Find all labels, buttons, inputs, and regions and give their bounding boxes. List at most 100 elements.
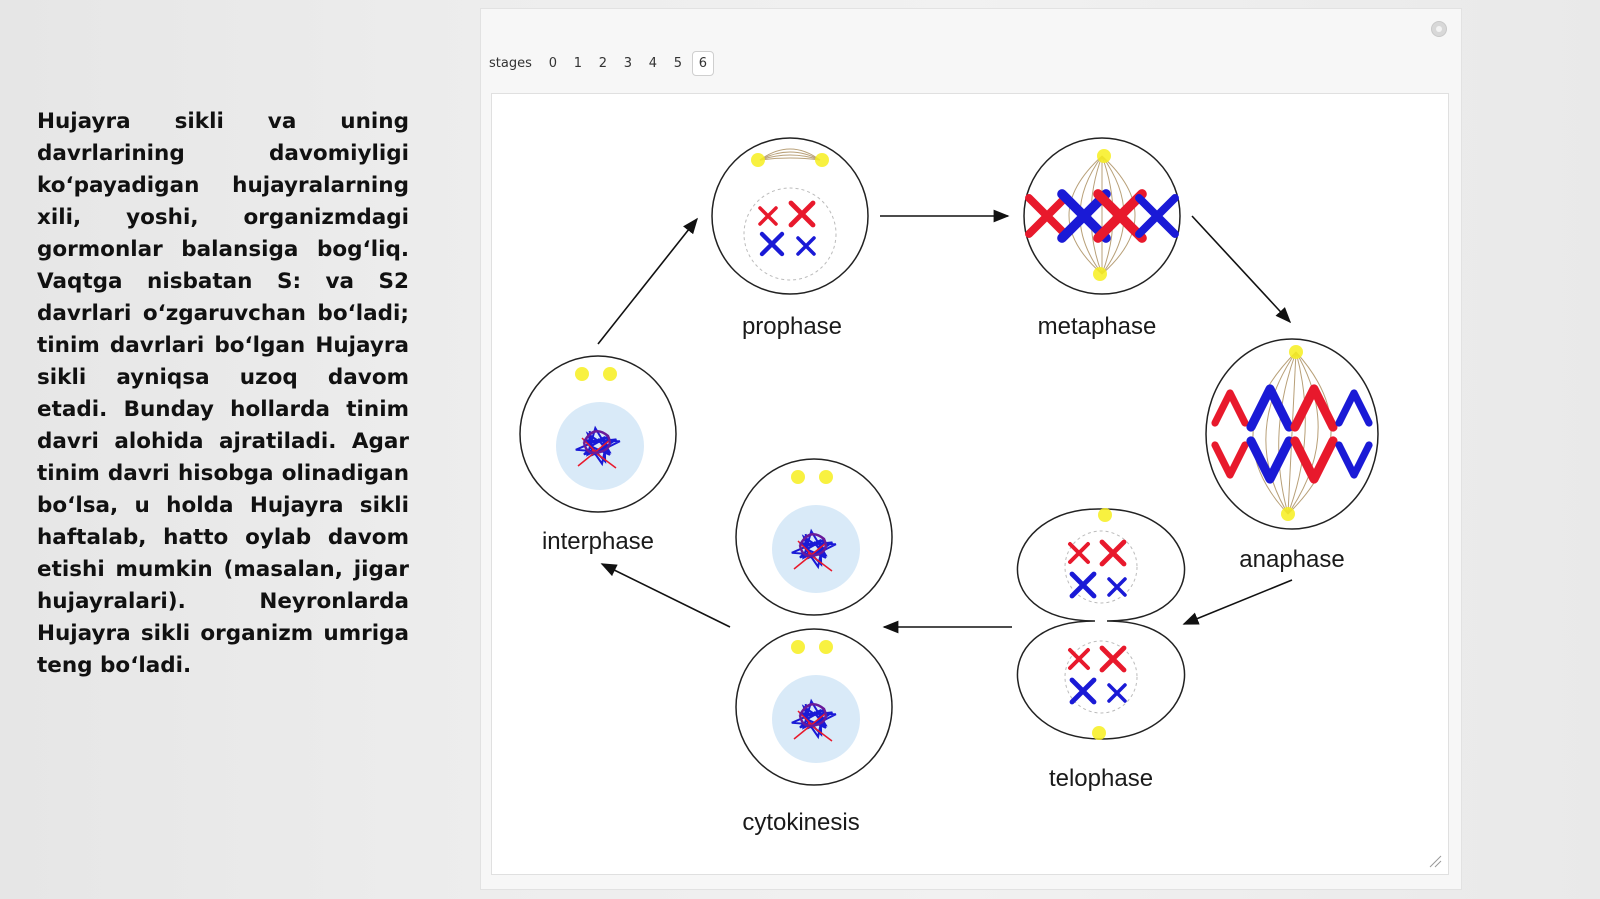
stage-button-5[interactable]: 5 — [673, 55, 682, 71]
nucleus — [772, 505, 860, 593]
nuclear-envelope — [1064, 640, 1138, 714]
chromosome-icon — [796, 236, 816, 256]
chromatid-pair — [1068, 648, 1090, 670]
chromatin-purple — [798, 532, 827, 558]
cells-group — [519, 137, 1379, 786]
chromatid-pair — [1099, 539, 1127, 567]
cell-metaphase — [1023, 137, 1181, 295]
chromatid-pair — [1069, 677, 1097, 705]
chromatid-icon — [1335, 389, 1373, 427]
resize-handle-icon[interactable] — [1428, 854, 1442, 868]
cell-cytokinesis-top — [735, 458, 893, 616]
nucleus — [772, 675, 860, 763]
label-metaphase: metaphase — [1038, 313, 1157, 340]
chromatid-pair — [1069, 571, 1097, 599]
chromosome-icon — [1107, 577, 1127, 597]
spindle-fiber — [759, 151, 821, 161]
chromosome-icon — [1068, 542, 1090, 564]
arrow-1 — [597, 217, 698, 345]
stage-button-0[interactable]: 0 — [548, 55, 557, 71]
centrosome-icon — [1097, 149, 1111, 163]
nuclear-envelope — [1064, 530, 1138, 604]
label-anaphase: anaphase — [1239, 546, 1344, 573]
chromatin-icon — [575, 425, 621, 469]
chromosome-icon — [1025, 194, 1069, 238]
chromatin-purple — [582, 429, 611, 455]
chromatid-pair — [1107, 683, 1127, 703]
chromatid-icon — [1211, 441, 1249, 479]
label-prophase: prophase — [742, 313, 842, 340]
spindle-fiber — [1265, 351, 1297, 515]
spindle-fiber — [1278, 351, 1297, 515]
interactive-panel: stages 0 1 2 3 4 5 6 prophase metaphase … — [480, 8, 1462, 890]
chromosome-icon — [1093, 189, 1147, 243]
stages-control: stages 0 1 2 3 4 5 6 — [489, 49, 714, 77]
cell-prophase — [711, 137, 869, 295]
cycle-arrows — [597, 209, 1293, 634]
centrosome-icon — [1093, 267, 1107, 281]
chromatid-pair — [1099, 645, 1127, 673]
centrosome-icon — [1289, 345, 1303, 359]
chromosome-icon — [759, 231, 785, 257]
chromatid-pair — [1135, 194, 1179, 238]
cell-anaphase — [1205, 338, 1379, 530]
stage-button-3[interactable]: 3 — [623, 55, 632, 71]
chromosome-icon — [1099, 539, 1127, 567]
chromatid-icon — [1290, 436, 1338, 484]
chromosome-icon — [1107, 683, 1127, 703]
arrow-3 — [1191, 215, 1292, 324]
chromatid-pair — [1093, 189, 1147, 243]
spindle-fiber — [1252, 351, 1297, 515]
spindle-fiber — [1287, 351, 1319, 515]
stage-button-1[interactable]: 1 — [573, 55, 582, 71]
spindle-fiber — [759, 154, 821, 161]
arrow-4 — [1182, 579, 1293, 625]
centrosome-icon — [819, 470, 833, 484]
centrosome-icon — [791, 470, 805, 484]
stage-button-2[interactable]: 2 — [598, 55, 607, 71]
chromatid-icon — [1246, 436, 1294, 484]
stages-label: stages — [489, 55, 532, 71]
spindle-fiber — [1287, 351, 1306, 515]
stage-button-4[interactable]: 4 — [648, 55, 657, 71]
chromatid-icon — [1335, 441, 1373, 479]
cell-telophase — [1016, 508, 1186, 740]
chromosome-icon — [1099, 645, 1127, 673]
cell-interphase — [519, 355, 677, 513]
chromatid-pair — [796, 236, 816, 256]
chromatin-purple — [798, 702, 827, 728]
nuclear-envelope — [743, 187, 837, 281]
cell-cytokinesis-bottom — [735, 628, 893, 786]
cell-cycle-diagram: prophase metaphase anaphase telophase cy… — [519, 137, 1379, 836]
stage-labels: prophase metaphase anaphase telophase cy… — [542, 313, 1345, 836]
label-telophase: telophase — [1049, 765, 1153, 792]
chromatid-pair — [1025, 194, 1069, 238]
label-interphase: interphase — [542, 528, 654, 555]
cell-cycle-canvas: prophase metaphase anaphase telophase cy… — [491, 93, 1449, 875]
chromatin-icon — [791, 698, 837, 742]
settings-icon[interactable] — [1431, 21, 1447, 37]
centrosome-icon — [1281, 507, 1295, 521]
chromosome-icon — [1135, 194, 1179, 238]
chromosome-icon — [758, 206, 778, 226]
chromosome-icon — [1069, 571, 1097, 599]
chromatid-icon — [1246, 384, 1294, 432]
centrosome-icon — [1092, 726, 1106, 740]
chromosome-icon — [1069, 677, 1097, 705]
arrow-6 — [600, 563, 731, 628]
chromatin-icon — [791, 528, 837, 572]
spindle-fiber — [1101, 155, 1136, 275]
centrosome-icon — [575, 367, 589, 381]
chromosome-icon — [788, 200, 816, 228]
stage-button-6[interactable]: 6 — [691, 50, 714, 76]
chromatid-pair — [759, 231, 785, 257]
cell-membrane — [711, 137, 869, 295]
spindle-fiber — [1287, 351, 1297, 515]
spindle-fiber — [1068, 155, 1103, 275]
spindle-fiber — [1287, 351, 1332, 515]
chromatid-pair — [1068, 542, 1090, 564]
centrosome-icon — [791, 640, 805, 654]
centrosome-icon — [1098, 508, 1112, 522]
spindle-fiber — [759, 157, 821, 161]
cell-membrane — [1016, 508, 1186, 740]
